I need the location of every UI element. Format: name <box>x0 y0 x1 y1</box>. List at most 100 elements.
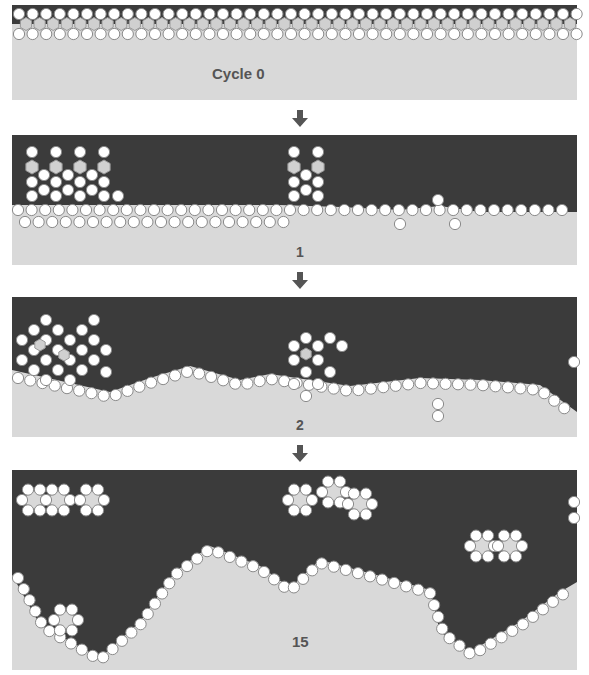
atom <box>568 512 579 523</box>
atom <box>86 184 97 195</box>
atom <box>101 216 112 227</box>
atom <box>169 216 180 227</box>
atom <box>76 364 87 375</box>
atom <box>50 190 61 201</box>
atom <box>557 28 568 39</box>
atom <box>353 384 364 395</box>
atom <box>242 378 253 389</box>
atom <box>326 8 337 19</box>
atom <box>68 8 79 19</box>
atom <box>312 176 323 187</box>
atom <box>210 216 221 227</box>
atom <box>340 385 351 396</box>
atom <box>177 8 188 19</box>
atom <box>47 216 58 227</box>
atom <box>557 8 568 19</box>
atom <box>549 395 560 406</box>
atom <box>340 564 351 575</box>
atom <box>394 8 405 19</box>
atom <box>517 619 528 630</box>
hexagon-site <box>288 160 300 174</box>
atom <box>557 589 568 600</box>
atom <box>353 28 364 39</box>
atom <box>98 652 109 663</box>
atom <box>171 568 182 579</box>
atom <box>142 216 153 227</box>
atom <box>68 28 79 39</box>
atom <box>366 204 377 215</box>
atom <box>163 8 174 19</box>
atom <box>74 176 85 187</box>
atom <box>53 204 64 215</box>
atom <box>33 216 44 227</box>
atom <box>316 486 327 497</box>
atom <box>66 604 77 615</box>
atom <box>217 8 228 19</box>
atom <box>527 611 538 622</box>
atom <box>74 494 85 505</box>
atom <box>476 8 487 19</box>
atom <box>247 561 258 572</box>
atom <box>136 8 147 19</box>
atom <box>121 204 132 215</box>
atom <box>498 551 509 562</box>
atom <box>393 204 404 215</box>
atom <box>413 584 424 595</box>
atom <box>527 384 538 395</box>
atom <box>40 354 51 365</box>
atom <box>407 204 418 215</box>
atom <box>288 505 299 516</box>
atom <box>196 216 207 227</box>
atom <box>112 190 123 201</box>
atom <box>258 566 269 577</box>
atom <box>476 28 487 39</box>
atom <box>52 324 63 335</box>
atom <box>16 354 27 365</box>
atom <box>502 382 513 393</box>
atom <box>86 388 97 399</box>
atom <box>58 484 69 495</box>
atom <box>461 204 472 215</box>
atom <box>571 8 582 19</box>
atom <box>115 216 126 227</box>
atom <box>50 176 61 187</box>
atom <box>26 190 37 201</box>
atom <box>98 190 109 201</box>
atom <box>432 194 443 205</box>
atom <box>54 625 65 636</box>
atom <box>76 344 87 355</box>
atom <box>449 8 460 19</box>
atom <box>189 204 200 215</box>
atom <box>269 574 280 585</box>
atom <box>169 370 180 381</box>
atom <box>366 498 377 509</box>
atom <box>231 8 242 19</box>
atom <box>462 8 473 19</box>
atom <box>378 382 389 393</box>
hexagon-site <box>301 348 311 360</box>
atom <box>203 204 214 215</box>
atom <box>568 356 579 367</box>
atom <box>190 28 201 39</box>
atom <box>34 505 45 516</box>
atom <box>340 8 351 19</box>
atom <box>54 28 65 39</box>
atom <box>65 638 76 649</box>
atom <box>537 604 548 615</box>
atom <box>547 596 558 607</box>
atom <box>38 169 49 180</box>
atom <box>94 204 105 215</box>
atom <box>284 204 295 215</box>
atom <box>74 216 85 227</box>
atom <box>298 204 309 215</box>
atom <box>27 28 38 39</box>
atom <box>88 334 99 345</box>
atom <box>74 385 85 396</box>
atom <box>421 8 432 19</box>
atom <box>22 484 33 495</box>
atom <box>34 484 45 495</box>
atom <box>86 169 97 180</box>
atom <box>544 8 555 19</box>
atom <box>95 28 106 39</box>
atom <box>46 484 57 495</box>
